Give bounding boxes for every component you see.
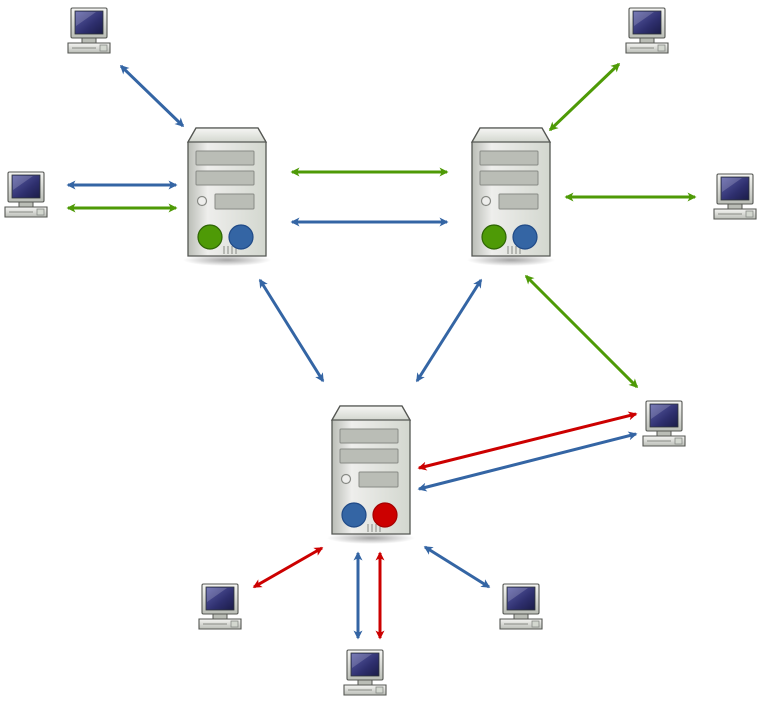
green-status-light — [197, 224, 223, 250]
red-status-light — [372, 502, 398, 528]
server-bottom — [326, 405, 416, 545]
computer-top-left — [67, 7, 111, 54]
computer-bottom-right — [499, 583, 543, 630]
link-computer-top-left-server-left — [119, 64, 185, 128]
computer-top-right — [625, 7, 669, 54]
computer-bottom — [343, 649, 387, 696]
computer-icon — [625, 7, 669, 54]
computer-icon — [642, 400, 686, 447]
computer-icon — [499, 583, 543, 630]
blue-status-light — [341, 502, 367, 528]
server-icon — [466, 127, 556, 267]
computer-icon — [67, 7, 111, 54]
computer-mid-right — [642, 400, 686, 447]
computer-right — [713, 173, 757, 220]
link-server-bottom-computer-bottom-left — [252, 546, 324, 589]
computer-left — [4, 171, 48, 218]
server-left — [182, 127, 272, 267]
green-status-light — [481, 224, 507, 250]
link-server-right-server-bottom — [415, 278, 483, 383]
link-computer-mid-right-server-bottom-blue — [417, 431, 638, 492]
computer-icon — [4, 171, 48, 218]
computer-icon — [713, 173, 757, 220]
server-right — [466, 127, 556, 267]
server-icon — [182, 127, 272, 267]
links-layer — [66, 62, 697, 640]
blue-status-light — [512, 224, 538, 250]
blue-status-light — [228, 224, 254, 250]
link-computer-top-right-server-right — [548, 62, 621, 132]
computer-bottom-left — [198, 583, 242, 630]
link-server-left-server-bottom — [258, 278, 325, 383]
link-server-bottom-computer-bottom-right — [423, 545, 491, 589]
server-icon — [326, 405, 416, 545]
computer-icon — [343, 649, 387, 696]
link-server-right-computer-mid-right — [524, 274, 639, 389]
computer-icon — [198, 583, 242, 630]
